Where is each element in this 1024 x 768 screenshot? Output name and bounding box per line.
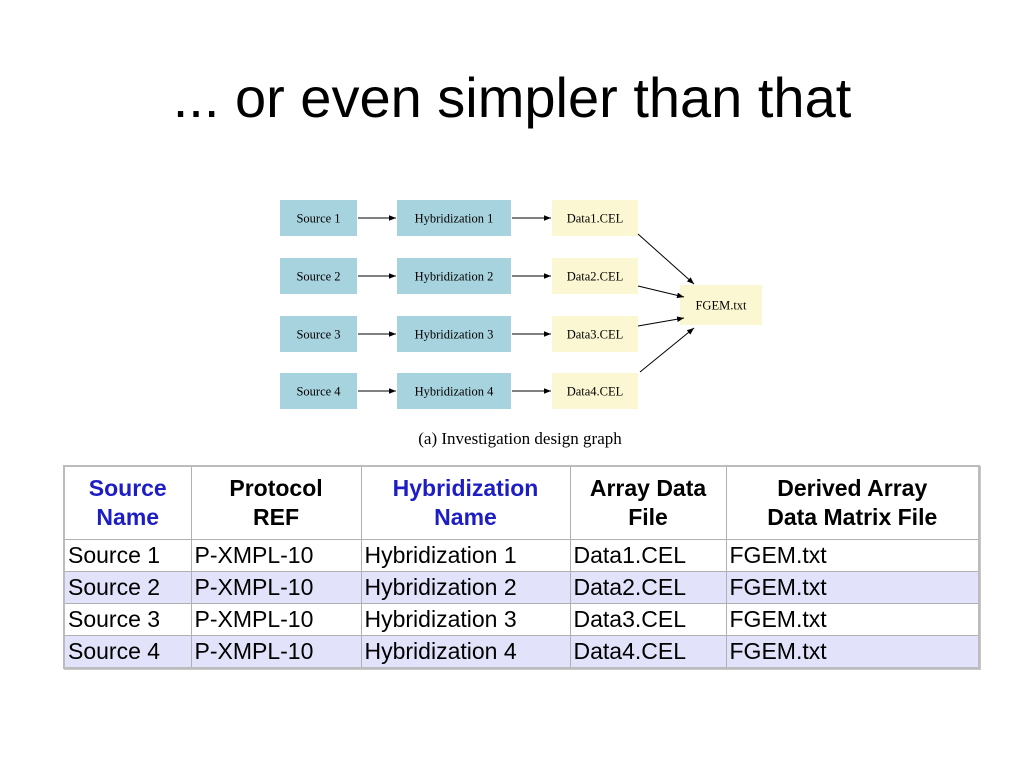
edge-data-to-matrix	[637, 233, 695, 285]
matrix-file-node-label: FGEM.txt	[695, 299, 747, 313]
source-node-label: Source 2	[296, 270, 340, 284]
hybridization-node: Hybridization 2	[397, 258, 511, 294]
cell-hybridization-name: Hybridization 4	[360, 635, 571, 669]
data-file-node: Data4.CEL	[552, 373, 638, 409]
investigation-design-graph: Source 1 Hybridization 1 Data1.CEL Source 2…	[280, 200, 762, 448]
table-row: Source 1 P-XMPL-10 Hybridization 1 Data1…	[63, 539, 980, 572]
hybridization-node-label: Hybridization 2	[415, 270, 494, 284]
data-file-node-label: Data3.CEL	[567, 328, 624, 342]
data-file-node-label: Data4.CEL	[567, 385, 624, 399]
source-node-box	[280, 258, 357, 294]
cell-array-data-file: Data3.CEL	[569, 603, 727, 636]
data-file-node: Data1.CEL	[552, 200, 638, 236]
matrix-file-node-box	[680, 285, 762, 325]
cell-source-name: Source 4	[63, 635, 192, 669]
source-node: Source 3	[280, 316, 357, 352]
cell-derived-matrix-file: FGEM.txt	[725, 539, 980, 572]
hybridization-node: Hybridization 3	[397, 316, 511, 352]
data-file-node-box	[552, 316, 638, 352]
table-row: Source 4 P-XMPL-10 Hybridization 4 Data4…	[63, 635, 980, 669]
hybridization-node: Hybridization 4	[397, 373, 511, 409]
edge-data-to-matrix	[637, 285, 685, 299]
hybridization-node-box	[397, 200, 511, 236]
diagram-caption: (a) Investigation design graph	[418, 429, 622, 448]
table-row: Source 2 P-XMPL-10 Hybridization 2 Data2…	[63, 571, 980, 604]
data-file-node-box	[552, 200, 638, 236]
data-file-node-label: Data2.CEL	[567, 270, 624, 284]
cell-array-data-file: Data4.CEL	[569, 635, 727, 669]
data-file-node-box	[552, 373, 638, 409]
data-file-node: Data3.CEL	[552, 316, 638, 352]
data-file-node: Data2.CEL	[552, 258, 638, 294]
data-file-node-label: Data1.CEL	[567, 212, 624, 226]
cell-protocol-ref: P-XMPL-10	[190, 635, 362, 669]
cell-source-name: Source 3	[63, 603, 192, 636]
hybridization-node-label: Hybridization 4	[415, 385, 495, 399]
cell-array-data-file: Data1.CEL	[569, 539, 727, 572]
source-node-label: Source 1	[296, 212, 340, 226]
source-node: Source 2	[280, 258, 357, 294]
cell-derived-matrix-file: FGEM.txt	[725, 603, 980, 636]
table-row: Source 3 P-XMPL-10 Hybridization 3 Data3…	[63, 603, 980, 636]
source-node-label: Source 3	[296, 328, 340, 342]
source-node-label: Source 4	[296, 385, 341, 399]
edge-data-to-matrix	[637, 316, 685, 327]
cell-protocol-ref: P-XMPL-10	[190, 603, 362, 636]
cell-source-name: Source 1	[63, 539, 192, 572]
hybridization-node-box	[397, 316, 511, 352]
hybridization-node-label: Hybridization 1	[415, 212, 494, 226]
hybridization-node-box	[397, 258, 511, 294]
data-file-node-box	[552, 258, 638, 294]
source-node-box	[280, 316, 357, 352]
cell-hybridization-name: Hybridization 2	[360, 571, 571, 604]
source-node: Source 4	[280, 373, 357, 409]
matrix-file-node: FGEM.txt	[680, 285, 762, 325]
hybridization-node-label: Hybridization 3	[415, 328, 494, 342]
hybridization-node: Hybridization 1	[397, 200, 511, 236]
cell-protocol-ref: P-XMPL-10	[190, 539, 362, 572]
cell-source-name: Source 2	[63, 571, 192, 604]
cell-hybridization-name: Hybridization 3	[360, 603, 571, 636]
cell-derived-matrix-file: FGEM.txt	[725, 635, 980, 669]
source-node: Source 1	[280, 200, 357, 236]
slide-title: ... or even simpler than that	[172, 66, 852, 129]
cell-protocol-ref: P-XMPL-10	[190, 571, 362, 604]
source-node-box	[280, 373, 357, 409]
edge-data-to-matrix	[639, 327, 695, 373]
cell-array-data-file: Data2.CEL	[569, 571, 727, 604]
cell-hybridization-name: Hybridization 1	[360, 539, 571, 572]
hybridization-node-box	[397, 373, 511, 409]
cell-derived-matrix-file: FGEM.txt	[725, 571, 980, 604]
source-node-box	[280, 200, 357, 236]
